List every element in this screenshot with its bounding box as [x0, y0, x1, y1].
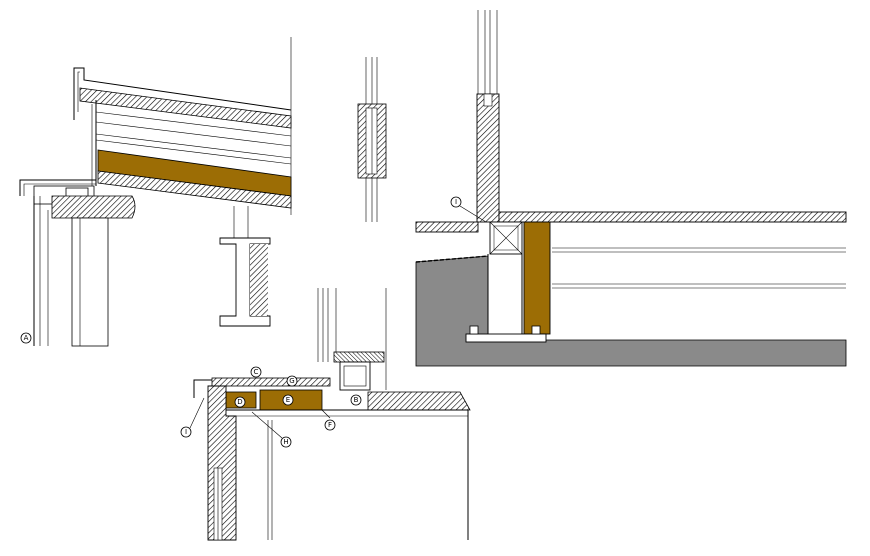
callout-c [250, 366, 262, 378]
mullion-section-detail [357, 57, 387, 222]
callout-d [234, 396, 246, 408]
callout-b-label: B [354, 396, 359, 404]
callout-e [282, 394, 294, 406]
callout-i-lower-label: I [185, 428, 187, 436]
callout-a-label: A [24, 334, 29, 342]
insulation-column [523, 221, 551, 335]
callout-h [280, 436, 292, 448]
callout-b [350, 394, 362, 406]
ground-mass [415, 255, 847, 367]
callout-a [20, 332, 32, 344]
roof-edge-detail: A [19, 37, 292, 347]
callout-h-label: H [283, 438, 288, 446]
floor-junction-detail: I [415, 10, 847, 367]
callout-g [286, 375, 298, 387]
sill-detail: C G D E B F H I [180, 288, 471, 541]
callout-g-label: G [289, 377, 294, 385]
callout-e-label: E [286, 396, 290, 404]
callout-i-right [450, 196, 462, 208]
callout-f [324, 419, 336, 431]
callout-i-right-label: I [455, 198, 457, 206]
callout-f-label: F [328, 421, 332, 429]
callout-d-label: D [237, 398, 242, 406]
callout-c-label: C [254, 368, 259, 376]
callout-i-lower [180, 426, 192, 438]
